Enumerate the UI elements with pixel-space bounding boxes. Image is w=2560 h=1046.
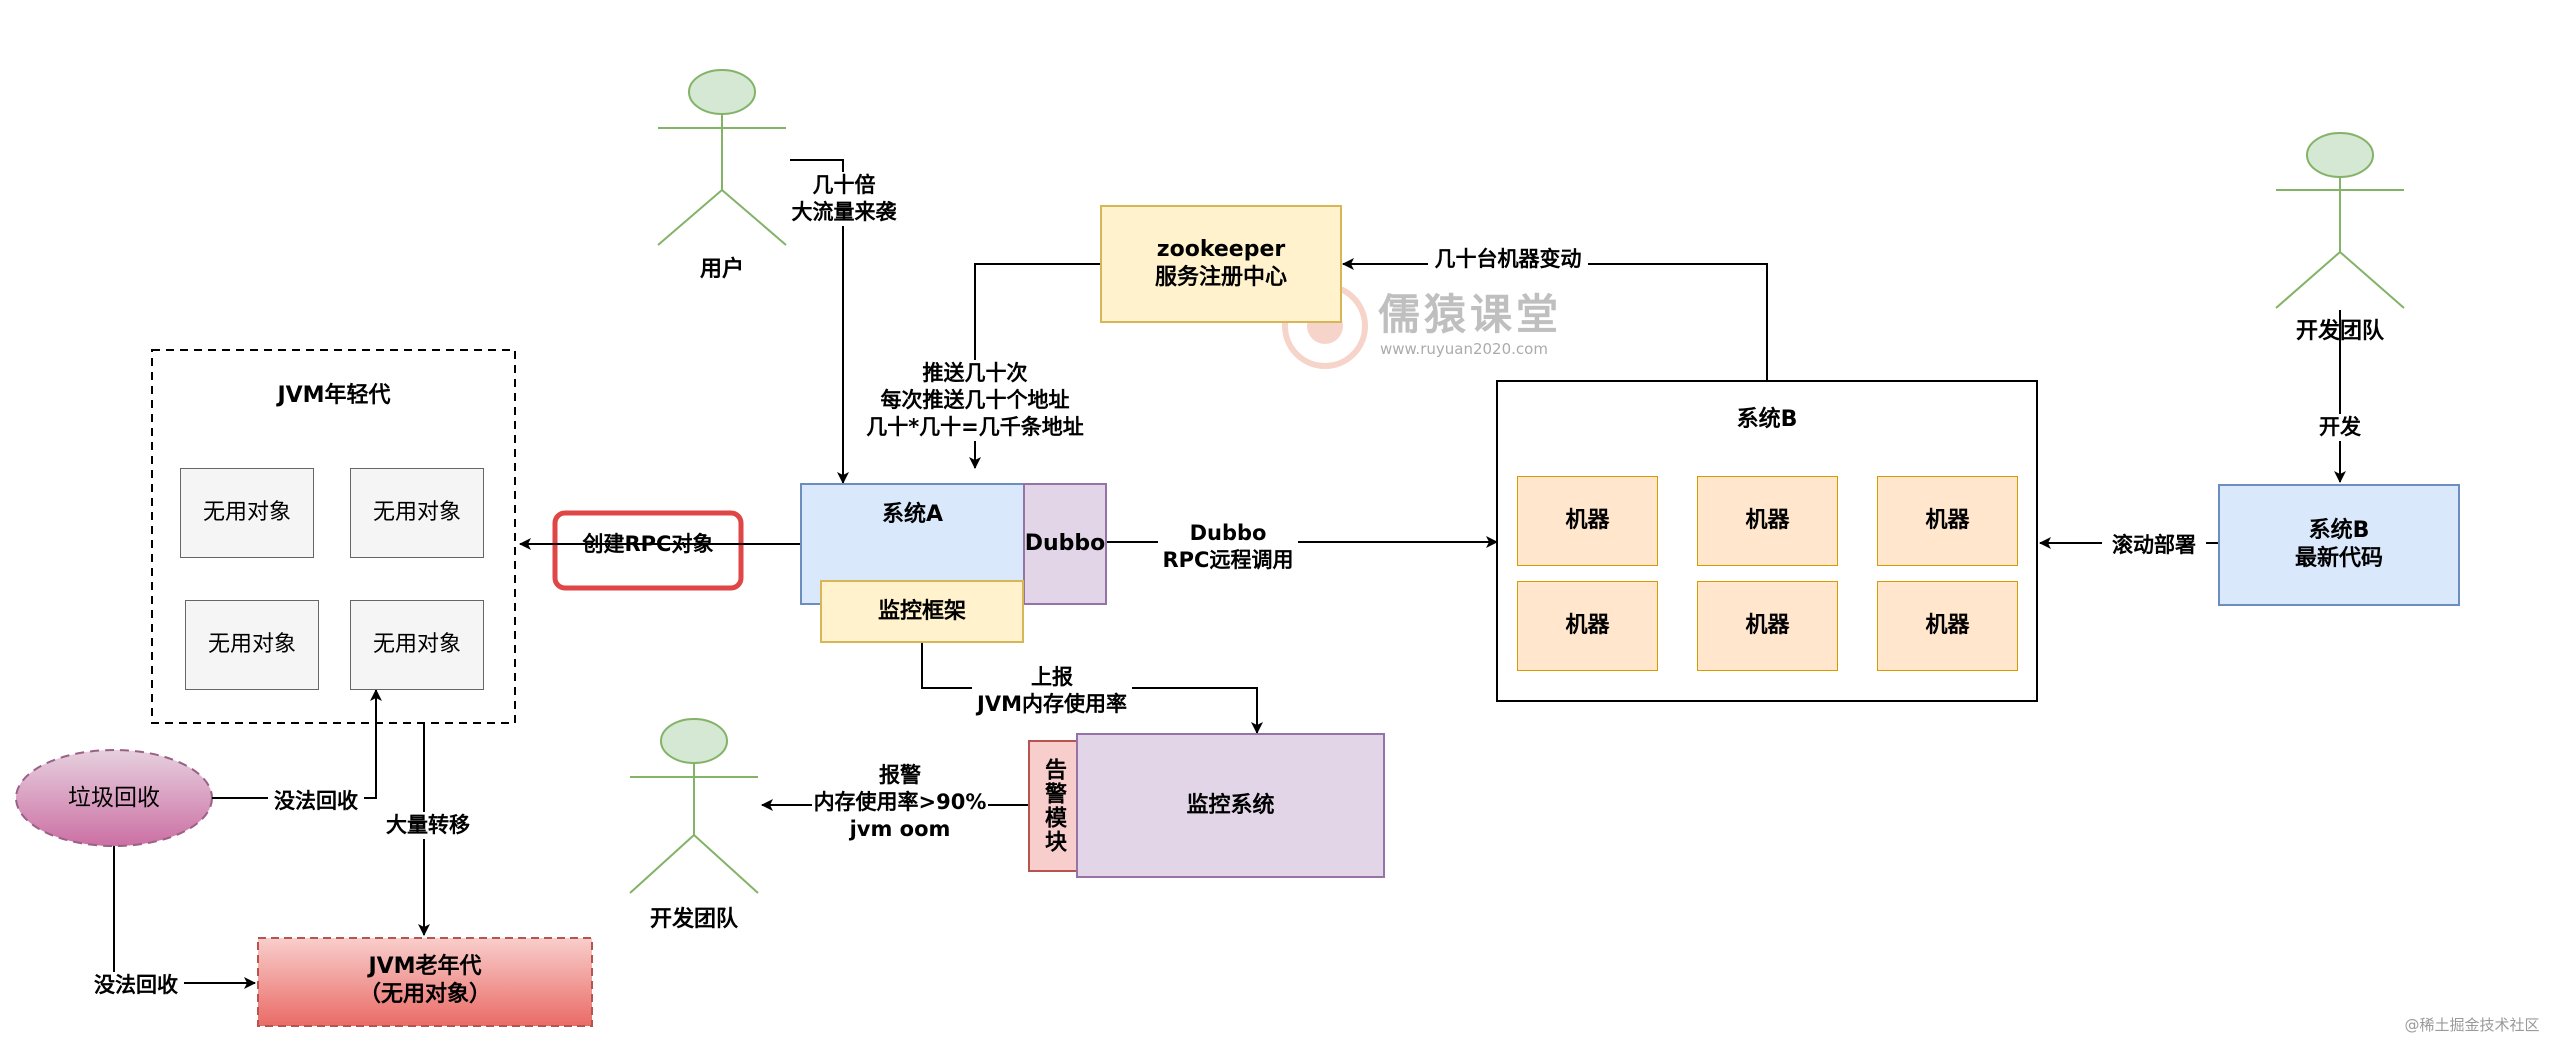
edge-label-alarm-3: jvm oom <box>849 817 951 841</box>
edge-label-machine-change: 几十台机器变动 <box>1428 246 1588 273</box>
zookeeper-subtitle: 服务注册中心 <box>1154 265 1287 290</box>
edge-label-report: 上报 JVM内存使用率 <box>972 664 1132 718</box>
young-object-4: 无用对象 <box>350 600 484 690</box>
dev-team-actor-icon-bottom <box>629 718 759 894</box>
edge-label-report-1: 上报 <box>1031 665 1073 689</box>
system-b-title: 系统B <box>1736 407 1798 432</box>
edge-label-traffic: 几十倍 大流量来袭 <box>786 172 902 226</box>
footer-credit: @稀土掘金技术社区 <box>2404 1016 2540 1034</box>
edge-label-traffic-2: 大流量来袭 <box>791 200 897 224</box>
edge-gc-to-young <box>212 689 382 799</box>
jvm-old-gen-line1: JVM老年代 <box>368 954 482 979</box>
jvm-old-gen-line2: （无用对象） <box>358 982 491 1007</box>
machine-4: 机器 <box>1517 581 1658 671</box>
monitor-framework-node: 监控框架 <box>820 580 1024 643</box>
alarm-module-label: 告警模块 <box>1041 758 1066 854</box>
dev-team-label-right: 开发团队 <box>2295 319 2384 344</box>
zookeeper-node: zookeeper 服务注册中心 <box>1100 205 1342 323</box>
system-b-code-line2: 最新代码 <box>2294 546 2383 571</box>
dubbo-node: Dubbo <box>1023 483 1107 605</box>
edge-label-push-3: 几十*几十=几千条地址 <box>866 415 1084 439</box>
edge-label-rpc: Dubbo RPC远程调用 <box>1158 520 1298 574</box>
jvm-old-gen-label: JVM老年代 （无用对象） <box>258 953 592 1009</box>
edge-label-push: 推送几十次 每次推送几十个地址 几十*几十=几千条地址 <box>860 360 1090 441</box>
edge-label-cannot-collect-2: 没法回收 <box>88 972 184 999</box>
system-a-title: 系统A <box>881 502 944 527</box>
jvm-young-gen-container <box>151 349 516 724</box>
edge-label-report-2: JVM内存使用率 <box>977 692 1127 716</box>
system-b-code-line1: 系统B <box>2308 518 2370 543</box>
edge-label-push-1: 推送几十次 <box>922 361 1028 385</box>
machine-6: 机器 <box>1877 581 2018 671</box>
young-object-3: 无用对象 <box>185 600 319 690</box>
edge-label-alarm-2: 内存使用率>90% <box>813 790 987 814</box>
jvm-old-gen-shape <box>257 937 593 1027</box>
edge-label-cannot-collect-1: 没法回收 <box>268 788 364 815</box>
edge-label-rolling-deploy: 滚动部署 <box>2102 532 2206 559</box>
gc-label: 垃圾回收 <box>68 785 160 811</box>
monitor-system-node: 监控系统 <box>1076 733 1385 878</box>
edge-label-develop: 开发 <box>2312 414 2368 441</box>
machine-5: 机器 <box>1697 581 1838 671</box>
machine-1: 机器 <box>1517 476 1658 566</box>
user-actor-icon <box>657 69 787 246</box>
edge-label-alarm-1: 报警 <box>879 763 921 787</box>
edge-label-push-2: 每次推送几十个地址 <box>880 388 1070 412</box>
young-object-2: 无用对象 <box>350 468 484 558</box>
monitor-framework-label: 监控框架 <box>877 598 966 624</box>
edge-gc-to-old <box>113 846 256 989</box>
watermark-url: www.ruyuan2020.com <box>1380 340 1548 358</box>
edge-label-mass-transfer: 大量转移 <box>380 812 476 839</box>
dev-team-label-bottom: 开发团队 <box>649 907 738 932</box>
machine-3: 机器 <box>1877 476 2018 566</box>
zookeeper-title: zookeeper <box>1156 237 1286 262</box>
young-object-1: 无用对象 <box>180 468 314 558</box>
dev-team-actor-icon-right <box>2275 132 2405 309</box>
edge-label-create-rpc: 创建RPC对象 <box>582 532 714 556</box>
machine-2: 机器 <box>1697 476 1838 566</box>
edge-user-to-system-a <box>790 159 849 484</box>
alarm-module-node: 告警模块 <box>1028 740 1078 872</box>
system-b-code-node: 系统B 最新代码 <box>2218 484 2460 606</box>
dubbo-label: Dubbo <box>1024 531 1106 556</box>
edge-label-traffic-1: 几十倍 <box>812 173 876 197</box>
edge-label-alarm: 报警 内存使用率>90% jvm oom <box>812 762 988 843</box>
edge-label-rpc-2: RPC远程调用 <box>1162 548 1294 572</box>
jvm-young-gen-title: JVM年轻代 <box>277 383 391 408</box>
edge-label-rpc-1: Dubbo <box>1189 521 1267 545</box>
create-rpc-highlight <box>552 510 744 591</box>
watermark-brand: 儒猿课堂 <box>1378 290 1563 339</box>
user-actor-label: 用户 <box>699 257 744 282</box>
monitor-system-title: 监控系统 <box>1186 792 1275 818</box>
